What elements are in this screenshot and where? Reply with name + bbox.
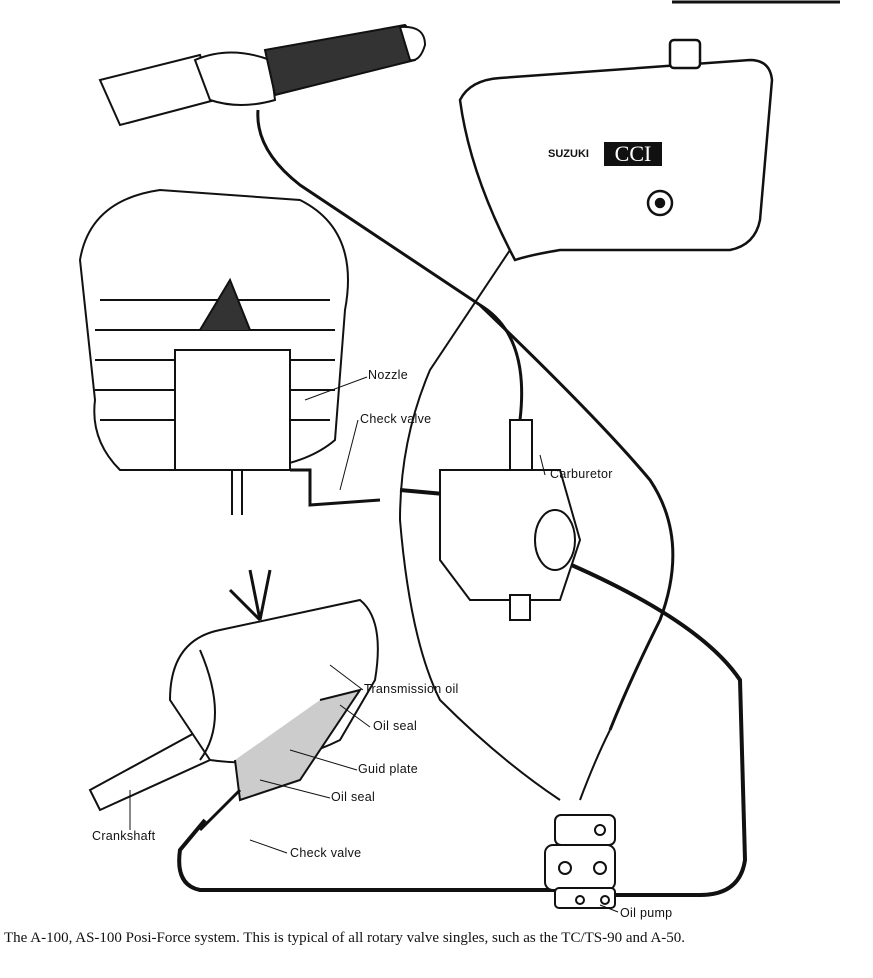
crankshaft-assembly: [88, 569, 379, 832]
throttle-grip: [98, 23, 427, 127]
oil-pump: [544, 814, 616, 909]
label-check-valve-top: Check valve: [360, 412, 432, 426]
label-oil-seal-2: Oil seal: [331, 790, 376, 804]
logo-brand: SUZUKI: [548, 148, 589, 160]
tank-logo: SUZUKI CCI: [540, 140, 675, 170]
figure-caption: The A-100, AS-100 Posi-Force system. Thi…: [4, 930, 686, 946]
carburetor: [439, 419, 582, 621]
label-oil-pump: Oil pump: [620, 906, 673, 920]
label-guid-plate: Guid plate: [358, 762, 418, 776]
label-transmission-oil: Transmission oil: [364, 682, 459, 696]
label-check-valve-bottom: Check valve: [290, 846, 362, 860]
label-nozzle: Nozzle: [368, 368, 409, 382]
label-carburetor: Carburetor: [550, 467, 613, 481]
logo-model: CCI: [604, 142, 662, 166]
label-oil-seal-1: Oil seal: [373, 719, 418, 733]
cylinder-engine: [78, 188, 381, 515]
leader-lines: [129, 376, 619, 913]
label-crankshaft: Crankshaft: [92, 829, 156, 843]
cables: [177, 109, 748, 897]
